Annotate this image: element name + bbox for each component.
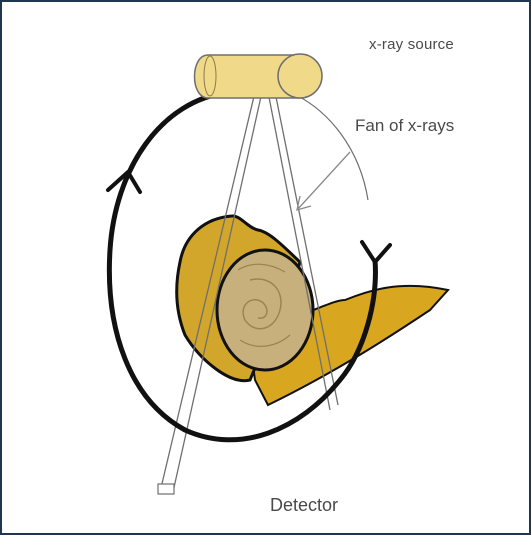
detector-label: Detector bbox=[270, 495, 338, 516]
cross-section-slice bbox=[217, 250, 313, 370]
rotation-path-thin bbox=[290, 92, 368, 200]
x-ray-source-label: x-ray sourcе bbox=[369, 36, 454, 53]
arrow-down-icon bbox=[362, 242, 390, 262]
x-ray-source bbox=[195, 54, 323, 98]
detector-element bbox=[158, 484, 174, 494]
fan-of-x-rays-label: Fan of x-rays bbox=[355, 116, 454, 136]
pointer-arrow bbox=[297, 152, 350, 210]
